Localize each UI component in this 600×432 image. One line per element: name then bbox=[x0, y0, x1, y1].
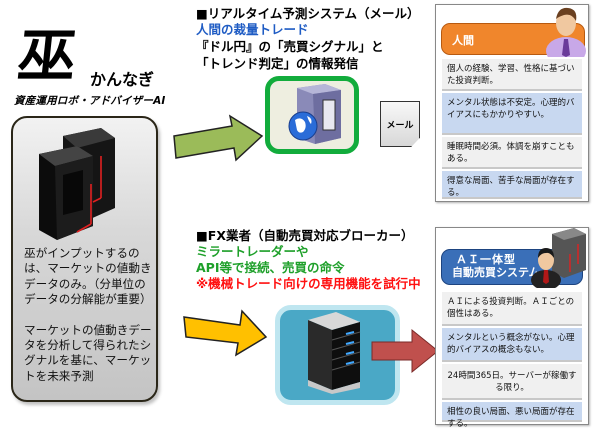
ai-card-title-1: ＡＩ一体型 bbox=[456, 253, 516, 266]
signal-line-1: 『ドル円』の「売買シグナル」と bbox=[196, 39, 384, 54]
human-item-1: 個人の経験、学習、性格に基づいた投資判断。 bbox=[442, 59, 582, 91]
signal-line-2: 「トレンド判定」の情報発信 bbox=[196, 56, 359, 71]
yellow-arrow-icon bbox=[183, 309, 268, 357]
trial-feature-note: ※機械トレード向けの専用機能を試行中 bbox=[196, 276, 421, 291]
realtime-system-heading: ■リアルタイム予測システム（メール） bbox=[196, 6, 420, 21]
ai-card-title-2: 自動売買システム bbox=[452, 266, 540, 279]
human-card-title: 人間 bbox=[452, 34, 474, 47]
ai-item-3: 24時間365日。サーバーが稼働する限り。 bbox=[442, 364, 582, 400]
left-panel-text: 巫がインプットするのは、マーケットの値動きデータのみ。（分単位のデータの分解能が… bbox=[24, 246, 152, 399]
red-arrow-icon bbox=[371, 328, 439, 374]
fx-broker-heading: ■FX業者（自動売買対応ブローカー） bbox=[196, 228, 414, 243]
businessman-with-server-icon bbox=[531, 228, 586, 288]
web-server-globe-icon bbox=[288, 84, 341, 144]
api-connection-label: API等で接続、売買の命令 bbox=[196, 260, 345, 275]
black-supercomputer-icon bbox=[39, 128, 115, 240]
ai-item-4: 相性の良い局面、悪い局面が存在する。 bbox=[442, 402, 582, 429]
logo-kana: かんなぎ bbox=[90, 70, 155, 89]
left-text-p1: 巫がインプットするのは、マーケットの値動きデータのみ。（分単位のデータの分解能が… bbox=[24, 246, 152, 307]
left-text-p2: マーケットの値動きデータを分析して得られたシグナルを基に、マーケットを未来予測 bbox=[24, 322, 152, 383]
ai-item-1: ＡＩによる投資判断。ＡＩごとの個性はある。 bbox=[442, 292, 582, 326]
logo-kanji: 巫 bbox=[14, 22, 78, 90]
ai-item-2: メンタルという概念がない。心理的バイアスの概念もない。 bbox=[442, 328, 582, 362]
mail-document-icon: メール bbox=[380, 101, 420, 147]
human-comparison-card: 人間 個人の経験、学習、性格に基づいた投資判断。 メンタル状態は不安定。心理的バ… bbox=[435, 4, 589, 202]
logo-tagline: 資産運用ロボ・アドバイザーAI bbox=[14, 95, 166, 107]
businessman-avatar-icon bbox=[546, 7, 586, 57]
green-arrow-icon bbox=[173, 114, 264, 162]
mail-label: メール bbox=[386, 120, 414, 131]
human-item-4: 得意な局面、苦手な局面が存在する。 bbox=[442, 171, 582, 199]
mirror-trader-label: ミラートレーダーや bbox=[196, 244, 309, 259]
human-trade-label: 人間の裁量トレード bbox=[196, 22, 309, 37]
human-item-2: メンタル状態は不安定。心理的バイアスにもかかりやすい。 bbox=[442, 93, 582, 135]
rack-server-icon bbox=[308, 312, 361, 394]
ai-comparison-card: ＡＩ一体型 自動売買システム ＡＩによる投資判断。ＡＩごとの個性はある。 メンタ… bbox=[435, 227, 589, 429]
human-item-3: 睡眠時間必須。体調を崩すこともある。 bbox=[442, 137, 582, 169]
